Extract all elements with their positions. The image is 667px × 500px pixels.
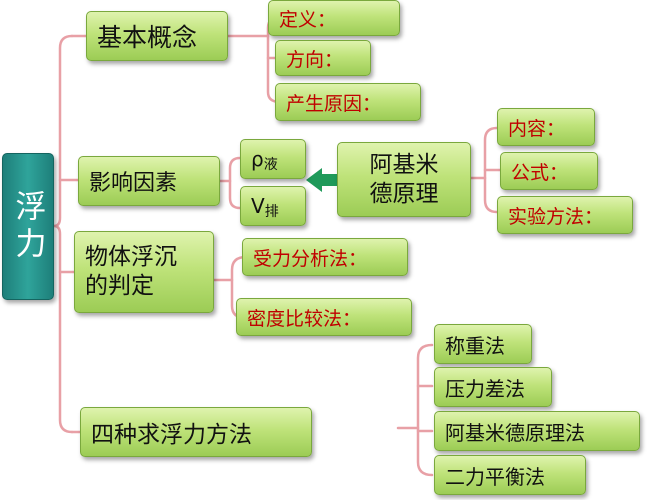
- archimedes-item-formula: 公式：: [500, 152, 598, 190]
- node-basic-concept: 基本概念: [86, 11, 228, 61]
- method-item-two-force: 二力平衡法: [434, 455, 586, 495]
- factor-v-subscript: 排: [264, 204, 279, 220]
- node-factors: 影响因素: [78, 156, 220, 206]
- concept-item-direction: 方向：: [275, 40, 371, 76]
- archimedes-item-content: 内容：: [497, 108, 595, 146]
- concept-item-definition: 定义：: [268, 0, 400, 36]
- factor-v-symbol: V: [251, 194, 265, 218]
- methods-brace: [416, 343, 434, 477]
- method-item-two-force-label: 二力平衡法: [445, 464, 545, 489]
- factor-rho-symbol: ρ: [251, 147, 264, 171]
- root-label: 浮力: [9, 189, 46, 264]
- method-item-archimedes: 阿基米德原理法: [434, 411, 640, 451]
- node-methods-label: 四种求浮力方法: [91, 422, 252, 448]
- node-archimedes-line1: 阿基米: [369, 151, 439, 178]
- method-item-pressure-diff: 压力差法: [434, 367, 552, 407]
- node-basic-concept-label: 基本概念: [97, 23, 198, 52]
- method-item-weighing-label: 称重法: [445, 333, 505, 358]
- node-archimedes: 阿基米 德原理: [337, 142, 471, 217]
- node-factors-label: 影响因素: [89, 171, 178, 196]
- archimedes-item-content-label: 内容：: [508, 117, 566, 140]
- arrow-left-icon: [306, 168, 338, 192]
- factors-brace: [228, 156, 242, 210]
- archimedes-item-formula-label: 公式：: [511, 161, 569, 184]
- node-sink-float-line2: 的判定: [85, 273, 154, 299]
- method-item-weighing: 称重法: [434, 324, 532, 364]
- node-sink-float-line1: 物体浮沉: [85, 244, 177, 271]
- concept-item-direction-label: 方向：: [286, 48, 344, 71]
- archimedes-item-experiment-label: 实验方法：: [508, 205, 604, 228]
- sinkfloat-item-force: 受力分析法：: [242, 238, 408, 276]
- sinkfloat-item-force-label: 受力分析法：: [253, 247, 368, 270]
- concept-item-cause: 产生原因：: [275, 83, 421, 121]
- method-item-pressure-diff-label: 压力差法: [445, 376, 525, 401]
- concept-item-definition-label: 定义：: [279, 8, 337, 31]
- root-brace: [53, 34, 74, 434]
- sinkfloat-item-density-label: 密度比较法：: [247, 307, 362, 330]
- node-sink-float: 物体浮沉 的判定: [74, 231, 214, 313]
- concept-item-cause-label: 产生原因：: [286, 92, 382, 115]
- node-archimedes-line2: 德原理: [369, 180, 439, 207]
- method-item-archimedes-label: 阿基米德原理法: [445, 420, 585, 445]
- root-node: 浮力: [2, 153, 54, 300]
- node-methods: 四种求浮力方法: [80, 407, 312, 457]
- sinkfloat-item-density: 密度比较法：: [236, 298, 412, 336]
- archimedes-item-experiment: 实验方法：: [497, 196, 633, 234]
- factor-rho-subscript: 液: [263, 157, 278, 173]
